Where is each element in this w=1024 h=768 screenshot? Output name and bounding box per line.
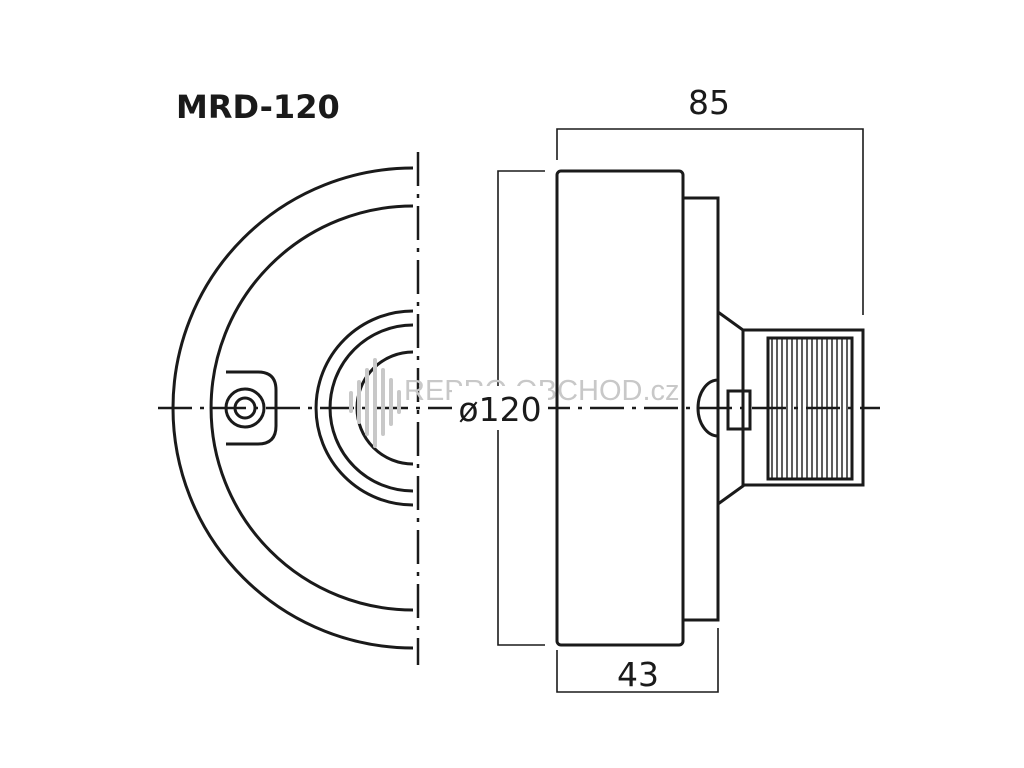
dim-120-label-bg bbox=[452, 386, 548, 430]
front-throat-outer bbox=[314, 309, 414, 507]
dim-85-label: 85 bbox=[688, 83, 730, 122]
model-title: MRD-120 bbox=[176, 88, 340, 126]
terminal-tab bbox=[726, 389, 752, 431]
front-inner-rim bbox=[209, 204, 414, 612]
watermark-logo-icon bbox=[349, 358, 401, 448]
dim-43-line bbox=[556, 628, 719, 693]
dim-43-label: 43 bbox=[617, 655, 659, 694]
dim-85-line bbox=[556, 128, 864, 315]
dim-120-label: ø120 bbox=[458, 390, 541, 429]
dimension-lines bbox=[497, 128, 864, 693]
